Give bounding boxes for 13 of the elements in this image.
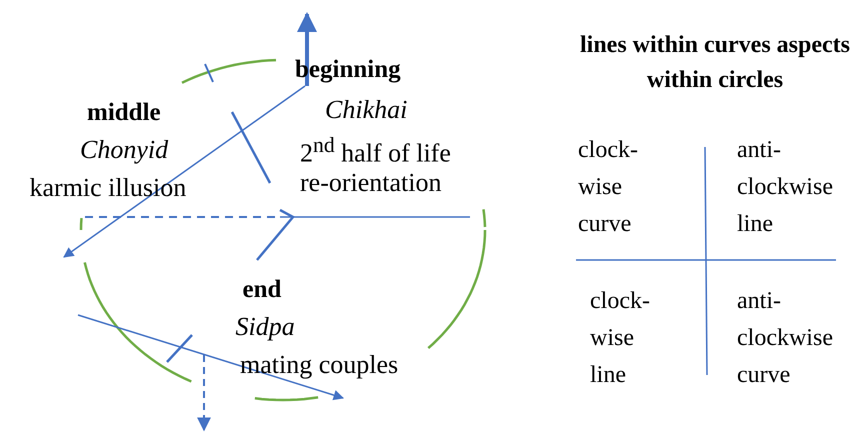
- phase-name: Chonyid: [80, 135, 168, 165]
- heading: lines within curves aspects within circles: [579, 31, 851, 95]
- table-cell-text: clock- wise curve: [578, 136, 638, 239]
- phase-title: middle: [87, 98, 161, 128]
- table-cell-text: clock- wise line: [590, 287, 650, 390]
- table-cell-text: anti- clockwise line: [737, 136, 833, 239]
- phase-description: 2$^{nd}$ half of life: [300, 132, 451, 169]
- phase-description: re-orientation: [300, 168, 442, 198]
- phase-name: Chikhai: [325, 95, 408, 125]
- table-cell-text: anti- clockwise curve: [737, 287, 833, 390]
- phase-description: mating couples: [240, 350, 398, 380]
- phase-name: Sidpa: [236, 312, 295, 342]
- phase-title: end: [242, 275, 282, 305]
